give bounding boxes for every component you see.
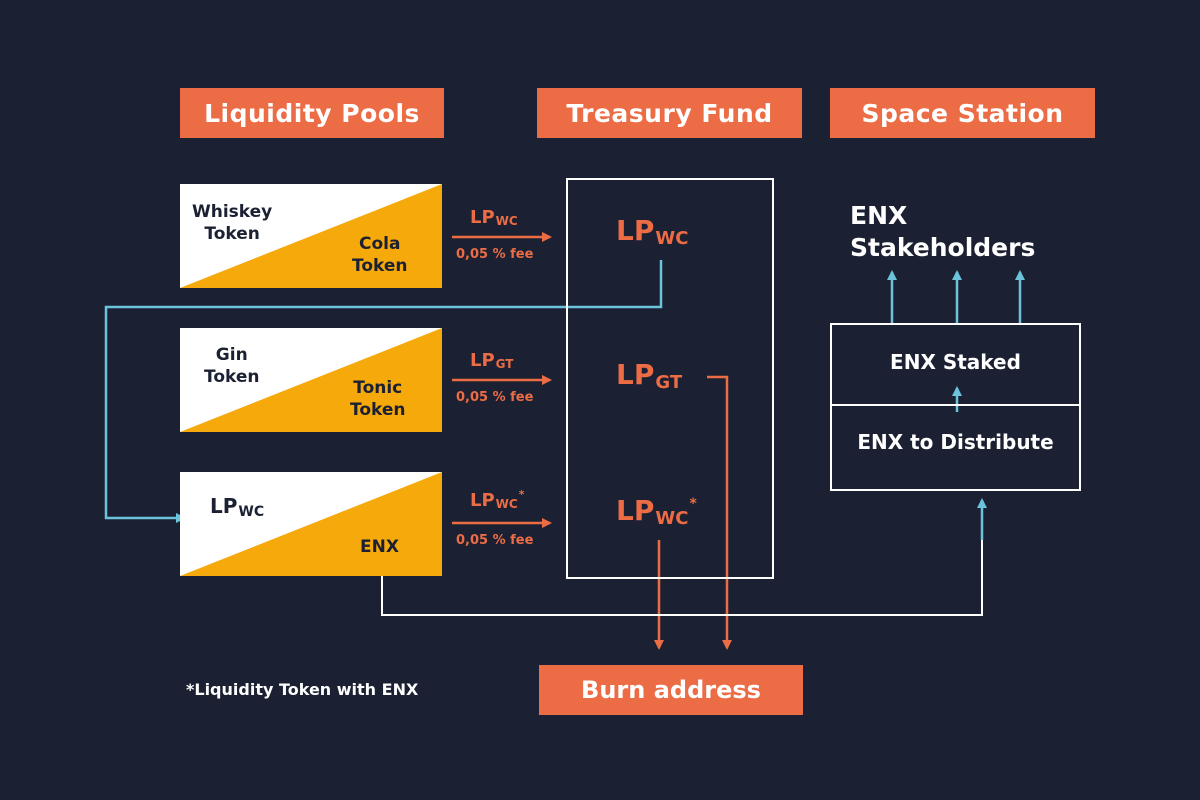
- flow-lp-label-1: LPWC: [470, 207, 518, 228]
- lp-wc-loop-line: [104, 260, 663, 523]
- enx-stakeholders-title: ENX Stakeholders: [850, 201, 1036, 262]
- cola-token-label: Cola Token: [352, 234, 408, 276]
- flow-fee-3: 0,05 % fee: [456, 533, 534, 548]
- flow-lp-label-3: LPWC*: [470, 488, 525, 511]
- pool-gin-tonic: Gin Token Tonic Token: [180, 328, 442, 432]
- whiskey-token-label: Whiskey Token: [192, 202, 273, 244]
- space-station-divider: [830, 404, 1081, 406]
- enx-distribute-line: [381, 505, 983, 616]
- pool-lpwc-enx: LPWC ENX: [180, 472, 442, 576]
- treasury-lp-wc: LPWC: [616, 214, 689, 249]
- flow-fee-1: 0,05 % fee: [456, 247, 534, 262]
- enx-to-distribute-label: ENX to Distribute: [857, 430, 1054, 454]
- tonic-token-label: Tonic Token: [350, 378, 406, 420]
- enx-staked-label: ENX Staked: [890, 350, 1021, 374]
- enx-token-label: ENX: [360, 537, 399, 557]
- flow-lp-label-2: LPGT: [470, 350, 514, 371]
- treasury-lp-wc-star: LPWC*: [616, 494, 697, 529]
- flow-fee-2: 0,05 % fee: [456, 390, 534, 405]
- gin-token-label: Gin Token: [204, 345, 260, 387]
- header-liquidity-pools: Liquidity Pools: [180, 88, 444, 138]
- treasury-box: [566, 178, 774, 579]
- burn-address-box: Burn address: [539, 665, 803, 715]
- pool3-lp-wc-label: LPWC: [210, 494, 265, 520]
- footnote: *Liquidity Token with ENX: [186, 680, 419, 699]
- header-treasury-fund: Treasury Fund: [537, 88, 802, 138]
- burn-arrow-gt: [707, 375, 732, 650]
- treasury-lp-gt: LPGT: [616, 358, 683, 393]
- header-space-station: Space Station: [830, 88, 1095, 138]
- space-station-box: [830, 323, 1081, 491]
- pool-whiskey-cola: Whiskey Token Cola Token: [180, 184, 442, 288]
